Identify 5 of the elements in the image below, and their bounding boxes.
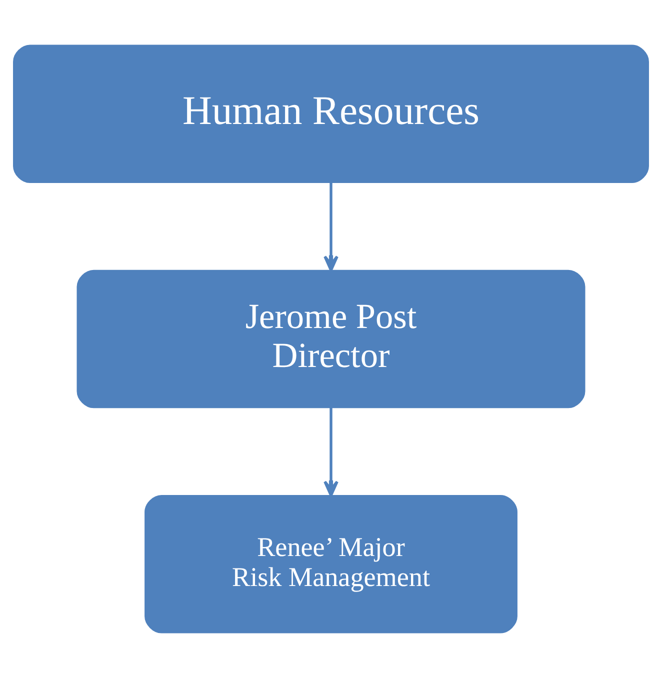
arrow: [324, 407, 338, 496]
node-box: Jerome Post Director: [76, 269, 586, 408]
node-box: Renee’ Major Risk Management: [144, 494, 518, 633]
arrow: [324, 182, 338, 272]
node-box: Human Resources: [13, 44, 649, 183]
